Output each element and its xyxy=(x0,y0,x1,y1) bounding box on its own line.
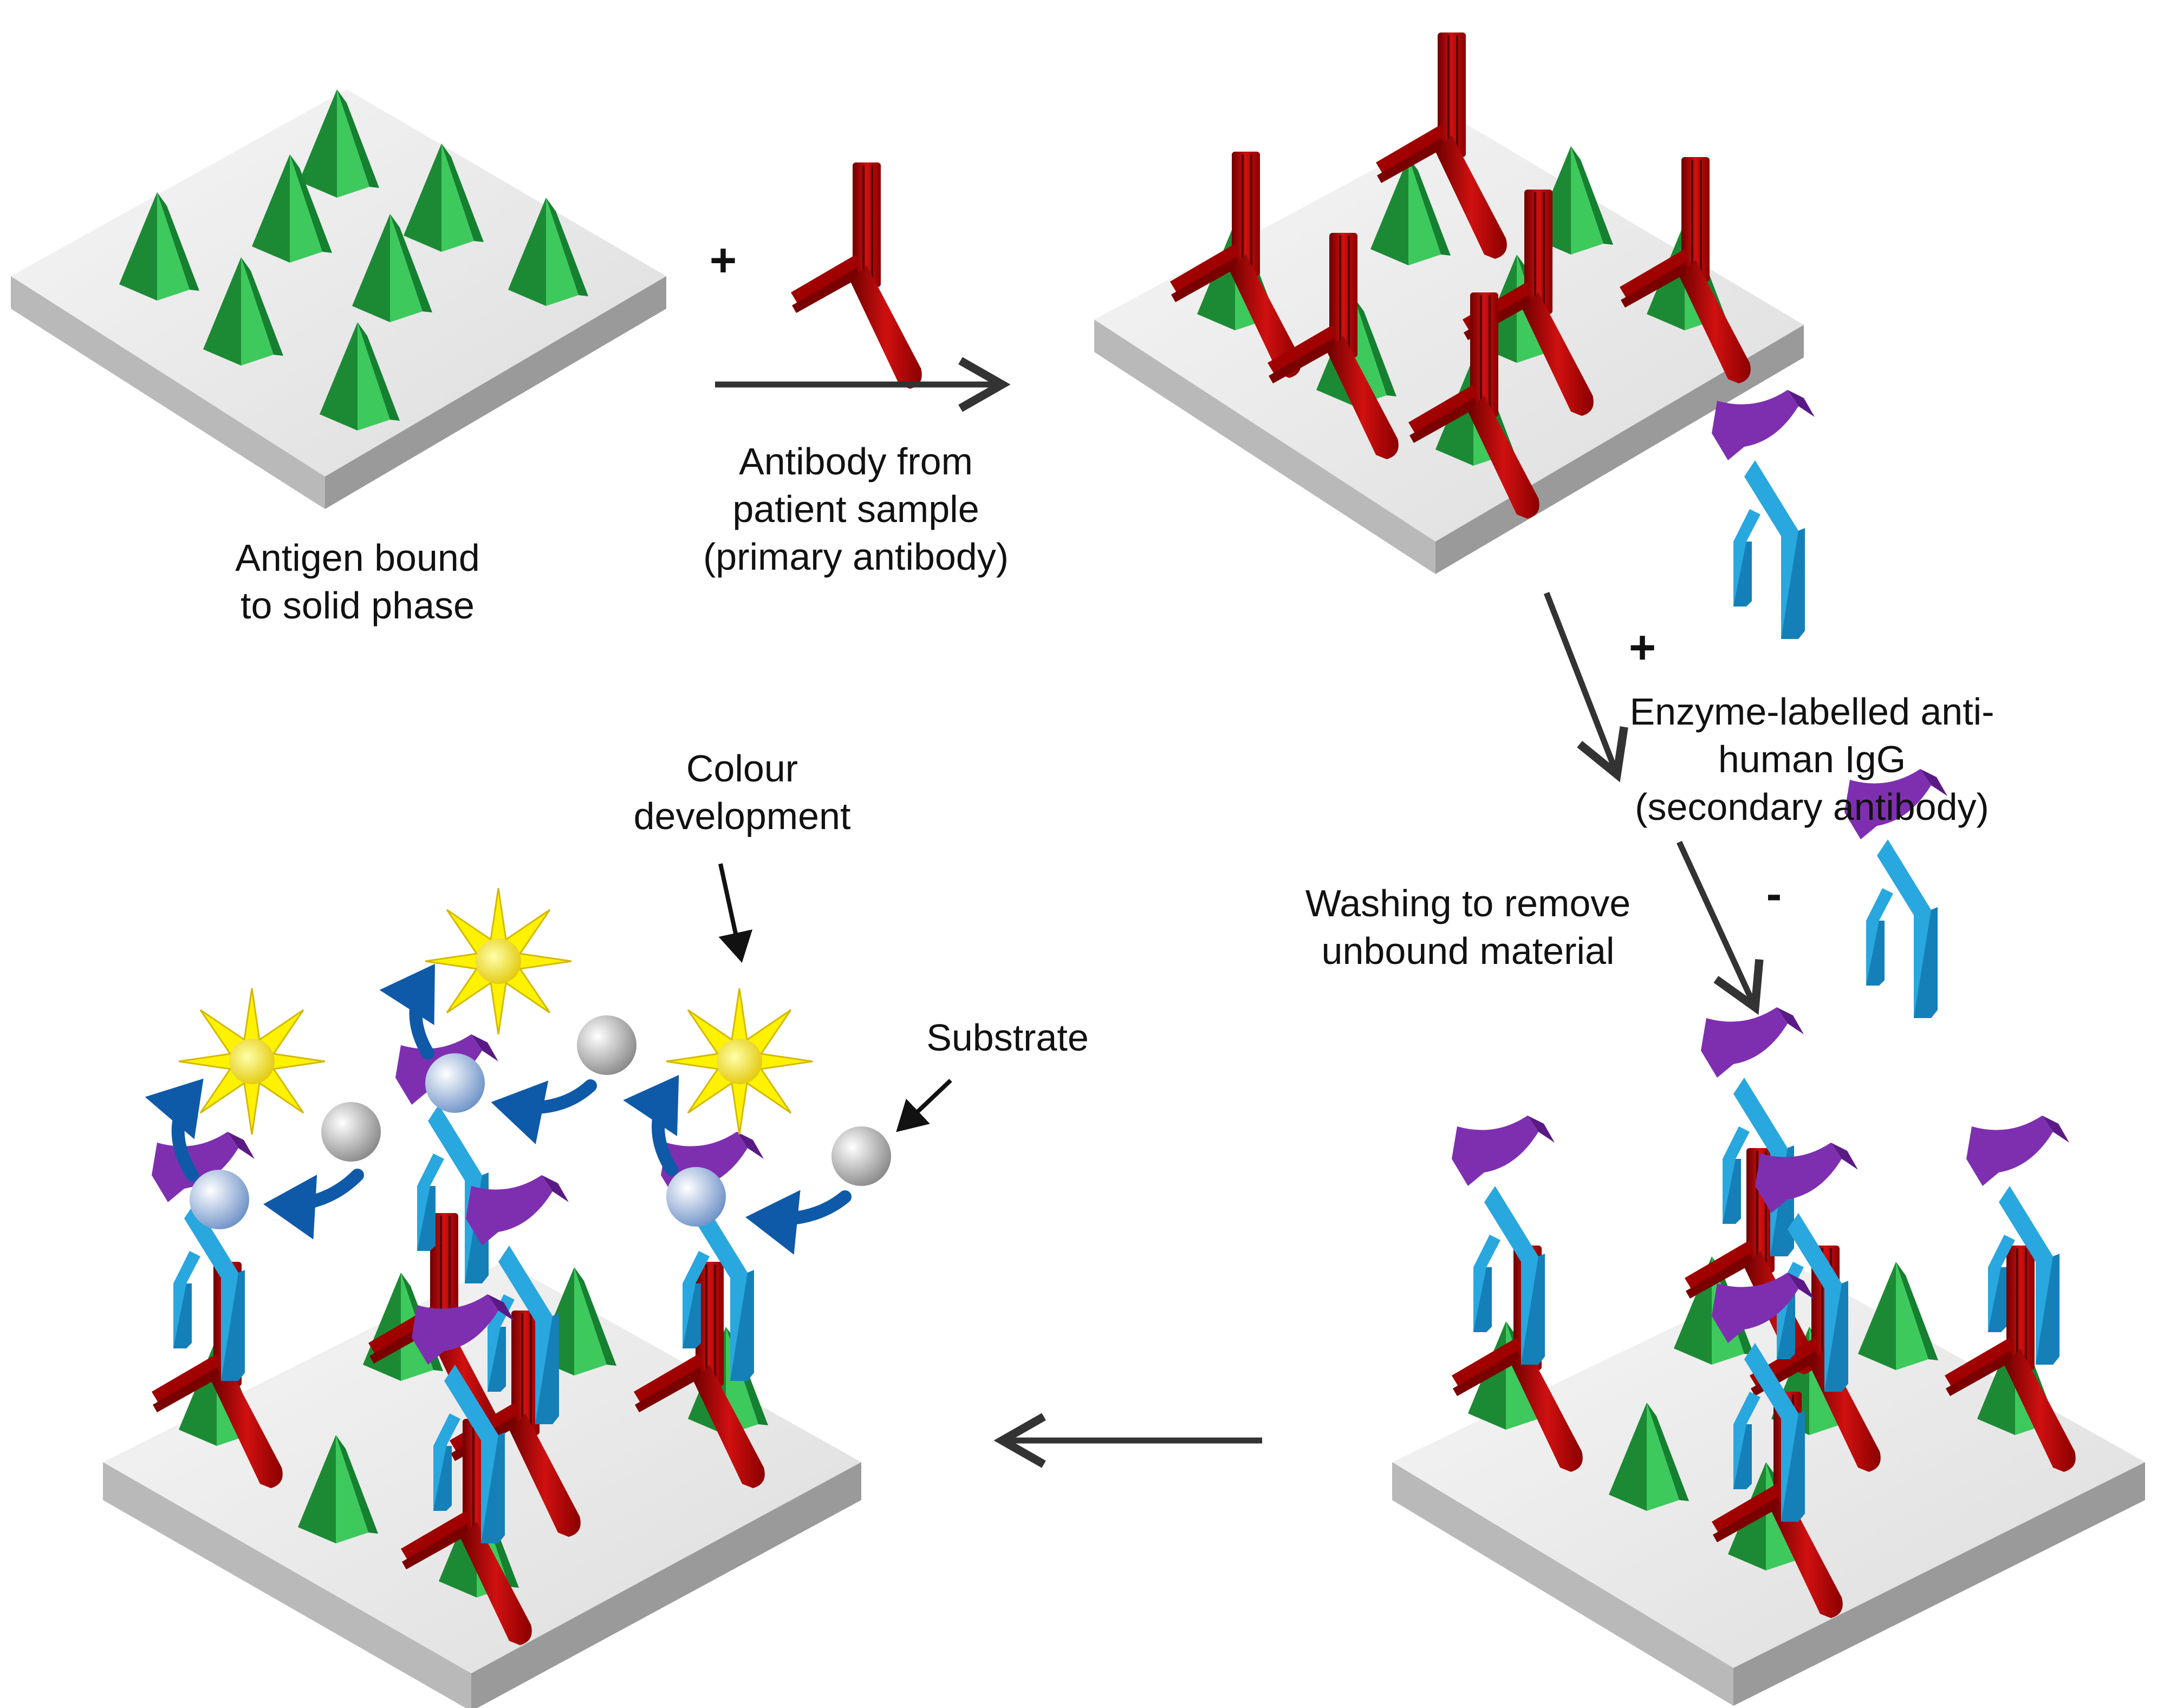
free-secondary-antibody xyxy=(1712,390,1815,639)
secondary-antibody-label: Enzyme-labelled anti- human IgG (seconda… xyxy=(1629,690,1994,828)
primary-antibody-label: Antibody from patient sample (primary an… xyxy=(703,440,1009,578)
colour-development-label: Colour development xyxy=(633,747,851,837)
process-arrow-2a xyxy=(1543,592,1628,783)
free-substrates xyxy=(321,1015,891,1186)
plate-antigen xyxy=(11,89,666,509)
substrate-label: Substrate xyxy=(926,1016,1089,1059)
bound-substrates xyxy=(190,1053,726,1229)
process-arrow-2b xyxy=(1677,840,1764,1015)
colour-pointer-arrow xyxy=(718,863,753,963)
washing-label: Washing to remove unbound material xyxy=(1305,882,1631,972)
substrate-pointer-arrow xyxy=(896,1079,952,1132)
plus-symbol-secondary: + xyxy=(1629,622,1656,674)
plus-symbol-primary: + xyxy=(710,234,737,286)
free-primary-antibody xyxy=(790,161,923,390)
minus-symbol: - xyxy=(1766,868,1782,920)
coloured-products xyxy=(178,887,814,1136)
antigen-label: Antigen bound to solid phase xyxy=(235,537,480,627)
enzyme-cycle-arrows xyxy=(145,963,852,1255)
